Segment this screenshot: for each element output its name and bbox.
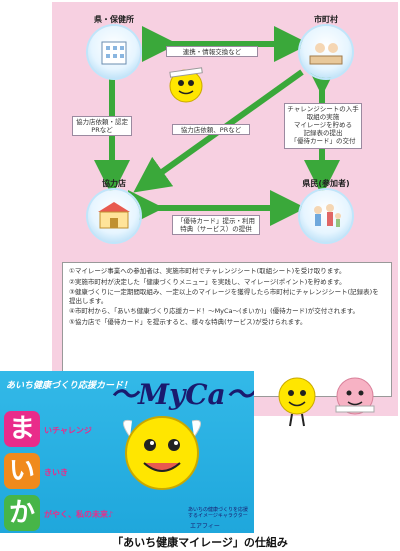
family-icon bbox=[300, 190, 352, 242]
label-muni-to-store-text: 協力店依頼、PRなど bbox=[180, 126, 242, 134]
kana-i-sub: きいき bbox=[44, 468, 68, 477]
kana-ma: ま bbox=[4, 411, 40, 447]
kana-i: い bbox=[4, 453, 40, 489]
label-muni-to-citizen-line3: マイレージを貯める bbox=[293, 121, 353, 129]
label-muni-to-citizen-line1: チャレンジシートの入手 bbox=[287, 105, 359, 113]
info-item-2: ②実施市町村が決定した「健康づくりメニュー」を実践し、マイレージ(ポイント)を貯… bbox=[69, 277, 346, 286]
label-coordination-text: 連携・情報交換など bbox=[182, 48, 242, 56]
label-muni-to-citizen-line2: 取組の実施 bbox=[306, 113, 340, 121]
page-caption: 「あいち健康マイレージ」の仕組み bbox=[112, 536, 288, 549]
kana-ka: か bbox=[4, 495, 40, 531]
label-store-citizen-line2: 特典（サービス）の提供 bbox=[180, 225, 252, 233]
node-municipality-label: 市町村 bbox=[314, 15, 338, 24]
info-item-1: ①マイレージ事業への参加者は、実施市町村でチャレンジシート(取組シート)を受け取… bbox=[69, 267, 346, 275]
node-prefecture-label: 県・保健所 bbox=[94, 15, 134, 24]
card-mascot-name: エアフィー bbox=[190, 523, 220, 530]
label-muni-to-citizen: チャレンジシートの入手 取組の実施 マイレージを貯める 記録表の提出 「優待カー… bbox=[284, 103, 362, 149]
label-pref-to-store: 協力店依頼・認定 PRなど bbox=[72, 116, 132, 136]
label-muni-to-citizen-line5: 「優待カード」の交付 bbox=[290, 137, 356, 145]
label-store-citizen: 「優待カード」提示・利用 特典（サービス）の提供 bbox=[172, 215, 260, 235]
node-prefecture: 県・保健所 bbox=[84, 14, 144, 84]
card-mascot-note: あいちの健康づくりを応援するイメージキャラクター bbox=[188, 507, 249, 519]
mascot-airfy-icon bbox=[166, 64, 206, 112]
info-item-3: ③健康づくりに一定期間取組み、一定以上のマイレージを獲得したら市町村にチャレンジ… bbox=[69, 288, 379, 305]
office-staff-icon bbox=[300, 26, 352, 78]
info-item-5: ⑤協力店で「優待カード」を提示すると、様々な特典(サービス)が受けられます。 bbox=[69, 317, 307, 326]
card-mascot-icon bbox=[112, 407, 212, 503]
node-citizen: 県民(参加者) bbox=[296, 178, 356, 248]
label-muni-to-store: 協力店依頼、PRなど bbox=[172, 124, 250, 135]
label-muni-to-citizen-line4: 記録表の提出 bbox=[303, 129, 343, 137]
label-pref-to-store-line1: 協力店依頼・認定 bbox=[76, 118, 128, 126]
node-store: 協力店 bbox=[84, 178, 144, 248]
node-municipality: 市町村 bbox=[296, 14, 356, 84]
label-pref-to-store-line2: PRなど bbox=[91, 126, 113, 134]
kana-ma-sub: いチャレンジ bbox=[44, 426, 92, 435]
prefecture-building-icon bbox=[88, 26, 140, 78]
info-item-4: ④市町村から、「あいち健康づくり応援カード！～MyCa～(まいか)」(優待カード… bbox=[69, 307, 360, 316]
kana-ka-sub: がやく、私の未来♪ bbox=[44, 510, 114, 519]
mascot-yellow-icon bbox=[272, 372, 322, 428]
store-building-icon bbox=[88, 190, 140, 242]
node-store-label: 協力店 bbox=[102, 179, 126, 188]
card-myca-logo: ～MyCa～ bbox=[110, 378, 254, 411]
label-coordination: 連携・情報交換など bbox=[166, 46, 258, 57]
node-citizen-label: 県民(参加者) bbox=[302, 179, 350, 188]
mascot-pink-icon bbox=[328, 372, 382, 428]
card-title: あいち健康づくり応援カード！ bbox=[6, 381, 133, 391]
myca-card: あいち健康づくり応援カード！ ～MyCa～ ま いチャレンジ い きいき か が… bbox=[0, 371, 254, 533]
label-store-citizen-line1: 「優待カード」提示・利用 bbox=[177, 217, 255, 225]
